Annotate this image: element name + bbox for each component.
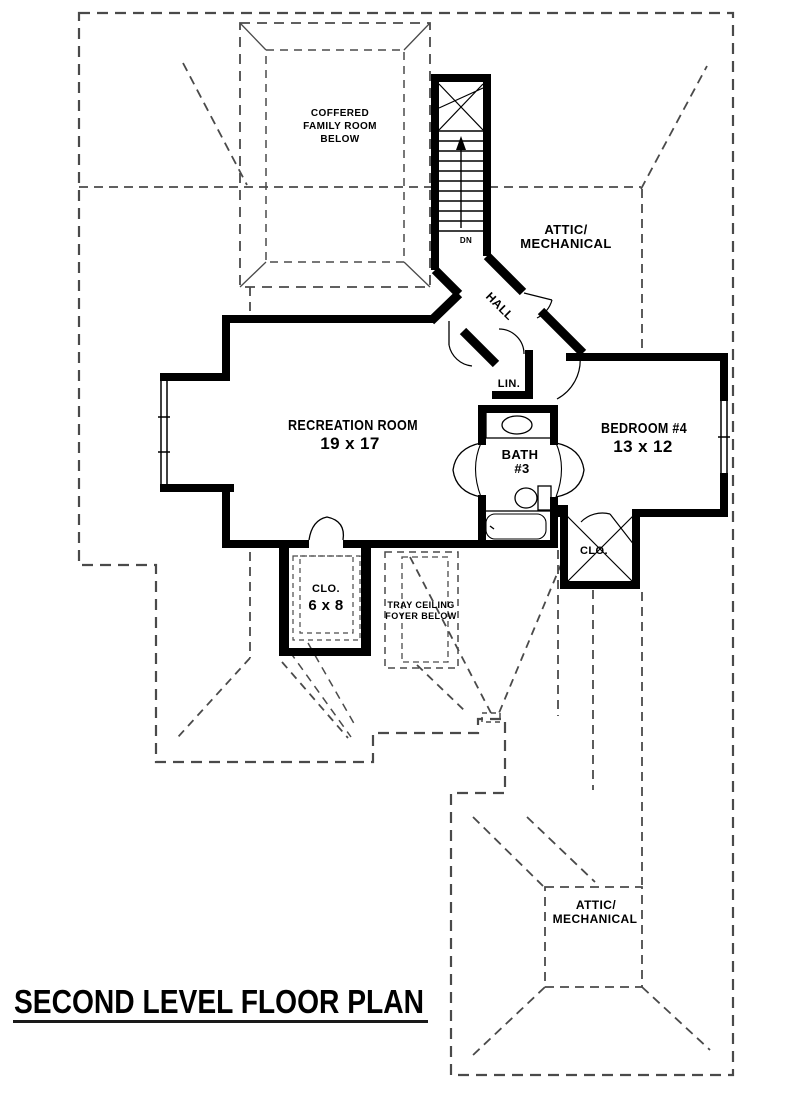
clo-bed-wall-right (632, 509, 640, 589)
lin-wall-right (525, 350, 533, 397)
bedroom-window (718, 401, 730, 473)
label-coffered-3: BELOW (320, 134, 359, 145)
tub-outer (480, 510, 552, 543)
roof-outline-group (77, 11, 735, 1077)
label-hall: HALL (483, 289, 517, 323)
hips-foyer (409, 549, 568, 714)
bath-door-right (555, 442, 585, 498)
stair-wall-right (483, 74, 491, 256)
hall-wall-upper-a (483, 252, 527, 296)
rec-wall-top (222, 315, 434, 323)
stair-arrowhead (456, 136, 466, 150)
details-group (158, 83, 730, 584)
rec-wall-bump-bottom (160, 484, 234, 492)
clo-bed-wall-bottom (560, 581, 640, 589)
label-recreation: RECREATION ROOM (288, 417, 418, 434)
label-tray-2: FOYER BELOW (385, 611, 457, 621)
sink (501, 415, 533, 435)
stair-wall-top (431, 74, 491, 82)
lin-wall-bottom (492, 391, 533, 399)
bath-wall-right-b (550, 497, 558, 548)
foyer-peak-box (481, 712, 501, 723)
clo-bed-bifold-x (565, 514, 635, 584)
tub-faucet (489, 525, 495, 530)
bath-wall-right-a (550, 405, 558, 445)
clo68-shelf-inner (299, 555, 354, 634)
label-clo68-dims: 6 x 8 (308, 597, 343, 614)
clo-bed-wall-left (560, 509, 568, 589)
vanity-counter (485, 411, 552, 439)
hall-wall-upper-b (537, 307, 587, 357)
bed-wall-bottom (632, 509, 728, 517)
rec-wall-bottom-b (343, 540, 558, 548)
toilet-tank (537, 485, 552, 511)
bed-wall-right-b (720, 473, 728, 517)
rec-wall-bottom-a (222, 540, 309, 548)
label-tray-1: TRAY CEILING (387, 600, 454, 610)
bed-wall-right-a (720, 353, 728, 401)
label-attic-bottom-1: ATTIC/ (576, 898, 616, 912)
label-attic-top-1: ATTIC/ (544, 222, 587, 237)
label-clo68: CLO. (312, 583, 340, 595)
rec-wall-bump-top (160, 373, 230, 381)
rec-window (158, 381, 170, 484)
hips-lower-left (177, 657, 349, 739)
clo68-wall-bottom (279, 648, 371, 656)
clo68-shelf-outer (292, 555, 361, 641)
coffered-corner-lines (239, 22, 431, 288)
clo-bed-door (580, 512, 639, 551)
foyer-inner (401, 556, 449, 663)
bath-door-right-leaf (555, 442, 563, 498)
bedroom-door-arc (556, 355, 581, 400)
tub-inner (485, 513, 547, 540)
rec-wall-lowerleft (222, 484, 230, 548)
clo68-wall-right (361, 540, 371, 656)
coffered-outer (239, 22, 431, 288)
label-attic-bottom-2: MECHANICAL (553, 912, 638, 926)
label-coffered-2: FAMILY ROOM (303, 121, 377, 132)
label-linen: LIN. (498, 378, 520, 390)
clo68-door (308, 516, 345, 541)
label-coffered-1: COFFERED (311, 108, 369, 119)
attic-bottom-room (544, 886, 643, 988)
lin-wall-diagonal (459, 327, 500, 368)
bath-wall-left-a (478, 405, 486, 445)
page-title: SECOND LEVEL FLOOR PLAN (14, 983, 424, 1020)
label-bedroom4: BEDROOM #4 (601, 420, 687, 437)
outer-dashed-boundary (77, 11, 735, 1077)
valley-clo (289, 642, 357, 738)
label-clo-bedroom: CLO. (580, 545, 608, 557)
label-bath-2: #3 (514, 461, 529, 476)
hall-wall-lower (427, 266, 463, 325)
bath-door-left (452, 442, 482, 498)
hall-walls-group (427, 252, 587, 368)
label-bath-1: BATH (502, 447, 539, 462)
labels-group: COFFERED FAMILY ROOM BELOW ATTIC/ MECHAN… (13, 108, 687, 1023)
rec-hall-door-arc (448, 344, 473, 367)
rec-wall-upperleft (222, 315, 230, 381)
linen-door-arc (498, 328, 525, 355)
valley-bottom-attic (472, 816, 596, 887)
bed-wall-top (566, 353, 728, 361)
label-dn: DN (460, 236, 472, 245)
label-attic-top-2: MECHANICAL (520, 236, 611, 251)
hips-bottom-attic (471, 986, 711, 1057)
clo68-wall-left (279, 540, 289, 656)
title-underline (13, 1020, 428, 1023)
label-bedroom4-dims: 13 x 12 (613, 437, 673, 456)
hip-top-left (182, 62, 248, 186)
stair-wall-left (431, 74, 439, 270)
toilet-bowl (514, 487, 538, 509)
label-recreation-dims: 19 x 17 (320, 434, 380, 453)
hall-attic-door (523, 292, 553, 319)
bath-wall-left-b (478, 495, 486, 548)
coffered-inner (265, 49, 405, 263)
bath-wall-top (478, 405, 558, 413)
foyer-outer (384, 551, 459, 669)
walls-group (160, 74, 728, 656)
stair-winders (438, 83, 484, 131)
bath-door-left-leaf (474, 442, 482, 498)
hip-top-right (640, 65, 708, 190)
